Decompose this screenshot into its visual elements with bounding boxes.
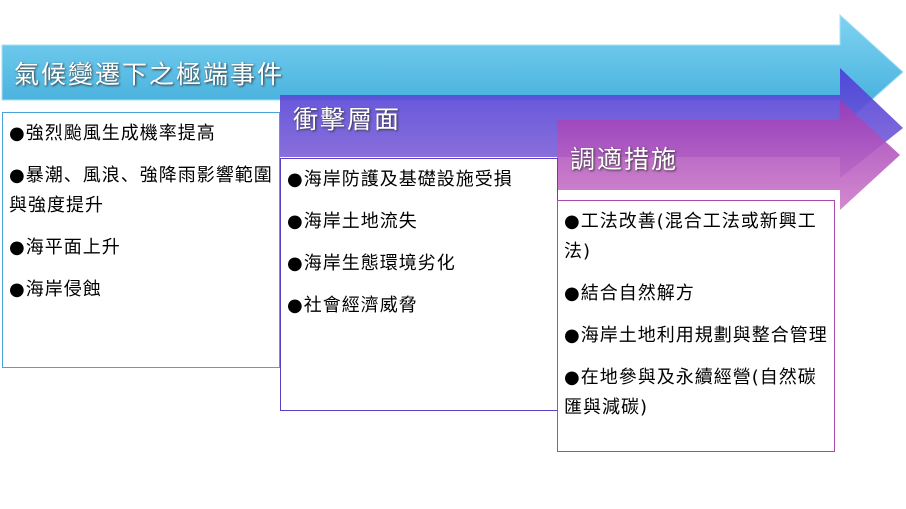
list-item: ●海岸生態環境劣化 [287,253,456,274]
list-item: ●海岸土地利用規劃與整合管理 [564,325,828,346]
list-item: ●工法改善(混合工法或新興工法) [564,211,817,262]
arrow-adaptation [557,100,900,210]
list-item: ●海平面上升 [9,237,121,258]
list-item: ●海岸防護及基礎設施受損 [287,169,513,190]
stage3-box: ●工法改善(混合工法或新興工法) ●結合自然解方 ●海岸土地利用規劃與整合管理 … [557,200,835,452]
list-item: ●海岸土地流失 [287,211,418,232]
list-item: ●暴潮、風浪、強降雨影響範圍與強度提升 [9,165,273,216]
list-item: ●在地參與及永續經營(自然碳匯與減碳) [564,367,817,418]
stage2-box: ●海岸防護及基礎設施受損 ●海岸土地流失 ●海岸生態環境劣化 ●社會經濟威脅 [280,158,558,411]
list-item: ●社會經濟威脅 [287,295,418,316]
stage2-title: 衝擊層面 [293,105,402,134]
stage1-title: 氣候變遷下之極端事件 [14,60,285,89]
stage3-title: 調適措施 [570,145,679,174]
list-item: ●結合自然解方 [564,283,695,304]
list-item: ●海岸侵蝕 [9,279,102,300]
stage1-box: ●強烈颱風生成機率提高 ●暴潮、風浪、強降雨影響範圍與強度提升 ●海平面上升 ●… [2,112,280,368]
list-item: ●強烈颱風生成機率提高 [9,123,216,144]
